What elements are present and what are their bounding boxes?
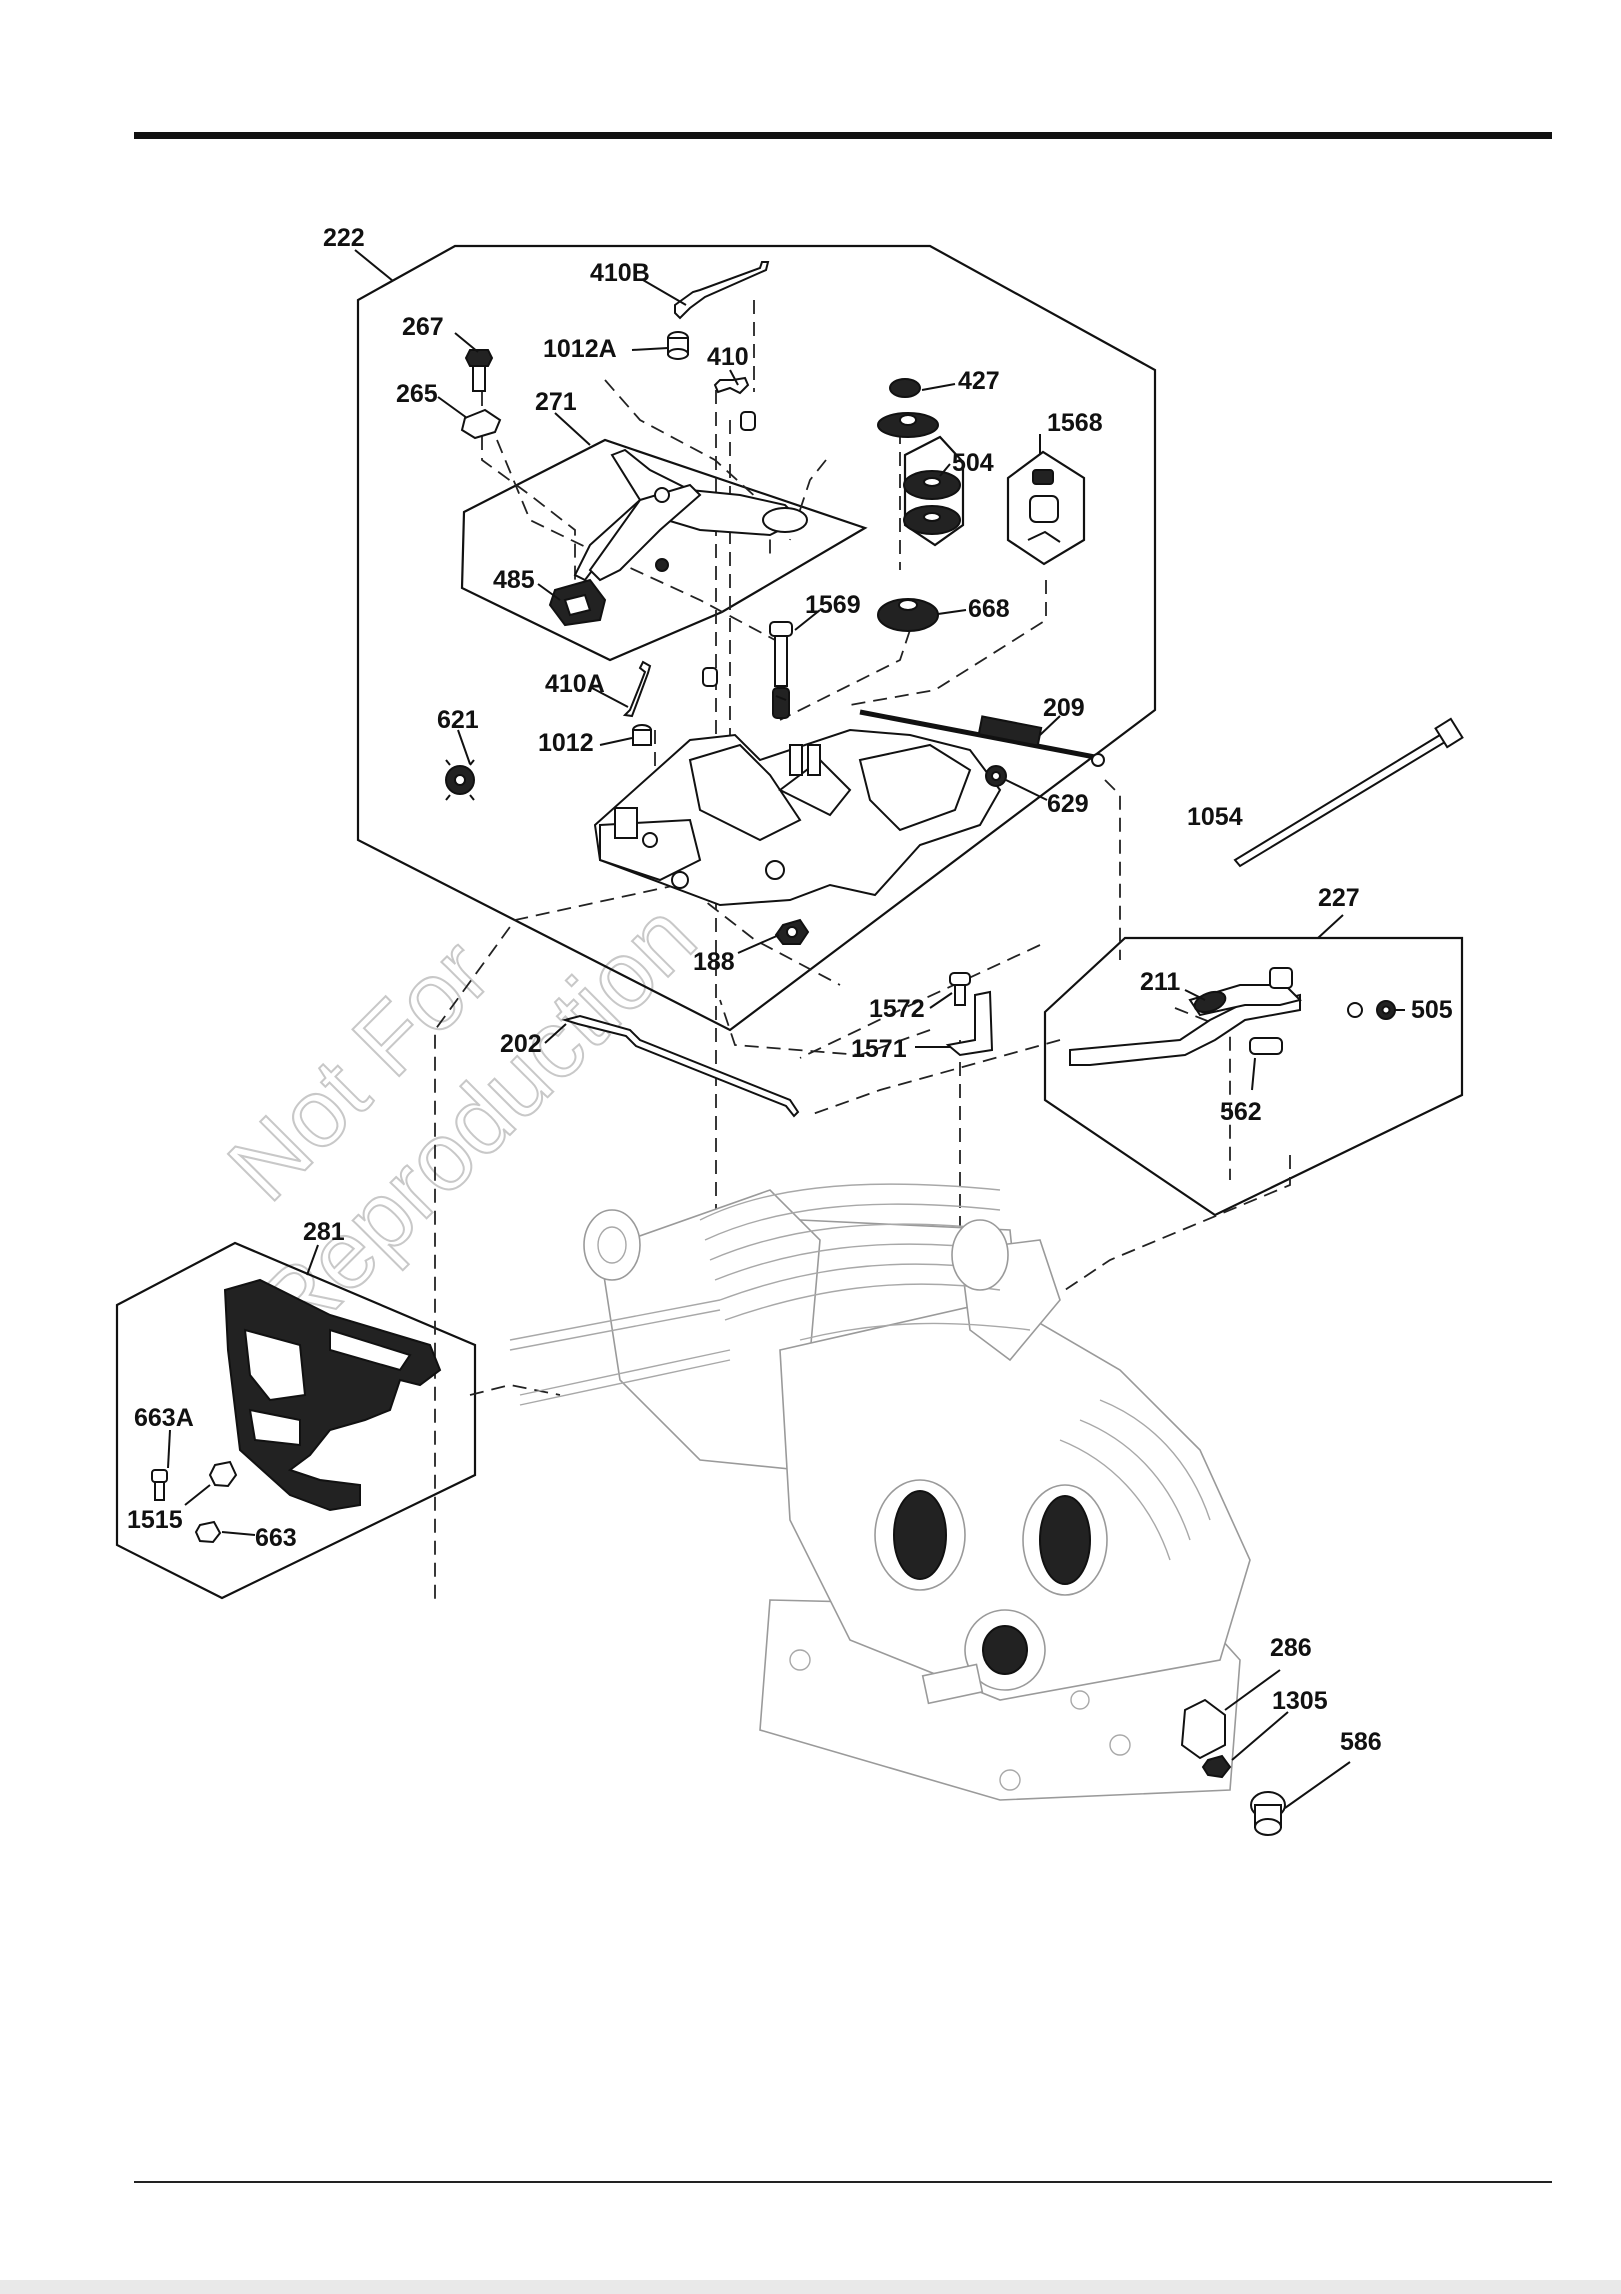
callout-267: 267 xyxy=(402,313,444,341)
governor-lever-assembly-271 xyxy=(550,450,807,625)
engine-block-reference-drawing xyxy=(510,1184,1250,1800)
callout-1572: 1572 xyxy=(869,995,925,1023)
callout-410: 410 xyxy=(707,343,749,371)
callout-1305: 1305 xyxy=(1272,1687,1328,1715)
callout-427: 427 xyxy=(958,367,1000,395)
governor-link-410 xyxy=(715,378,748,393)
callout-410B: 410B xyxy=(590,259,650,287)
callout-668: 668 xyxy=(968,595,1010,623)
nut-1515 xyxy=(210,1462,236,1486)
callout-1054: 1054 xyxy=(1187,803,1243,831)
callout-227: 227 xyxy=(1318,884,1360,912)
callout-1568: 1568 xyxy=(1047,409,1103,437)
callout-586: 586 xyxy=(1340,1728,1382,1756)
callout-504: 504 xyxy=(952,449,994,477)
gear-621 xyxy=(446,760,474,800)
callout-222: 222 xyxy=(323,224,365,252)
nut-629 xyxy=(986,766,1006,786)
callout-1012A: 1012A xyxy=(543,335,617,363)
bolt-188 xyxy=(776,920,808,944)
callout-188: 188 xyxy=(693,948,735,976)
callout-410A: 410A xyxy=(545,670,605,698)
bushing-410A xyxy=(703,668,717,686)
bolt-663A xyxy=(152,1470,167,1500)
plug-586 xyxy=(1251,1792,1285,1835)
callout-505: 505 xyxy=(1411,996,1453,1024)
callout-621: 621 xyxy=(437,706,479,734)
callout-1571: 1571 xyxy=(851,1035,907,1063)
governor-link-410A xyxy=(625,662,650,716)
callout-286: 286 xyxy=(1270,1634,1312,1662)
callout-209: 209 xyxy=(1043,694,1085,722)
bushing-1012A xyxy=(668,332,688,359)
cable-tie-1054 xyxy=(1235,719,1462,866)
callout-663A: 663A xyxy=(134,1404,194,1432)
footer-rule xyxy=(134,2181,1552,2183)
grommet-set-504 xyxy=(904,471,960,534)
nut-505 xyxy=(1348,1001,1395,1019)
bottom-edge-strip xyxy=(0,2280,1621,2294)
bushing-1012 xyxy=(633,725,651,745)
fitting-1568 xyxy=(1028,470,1060,542)
callout-271: 271 xyxy=(535,388,577,416)
callout-202: 202 xyxy=(500,1030,542,1058)
callout-485: 485 xyxy=(493,566,535,594)
grommet-668 xyxy=(878,599,938,631)
callout-265: 265 xyxy=(396,380,438,408)
clamp-265 xyxy=(462,410,500,438)
callout-663: 663 xyxy=(255,1524,297,1552)
callout-281: 281 xyxy=(303,1218,345,1246)
bolt-663 xyxy=(196,1522,220,1542)
screw-spring-1569 xyxy=(770,622,792,718)
bushing-410 xyxy=(741,412,755,430)
callout-211: 211 xyxy=(1140,968,1180,996)
cap-427 xyxy=(878,379,938,437)
callout-629: 629 xyxy=(1047,790,1089,818)
callout-1012: 1012 xyxy=(538,729,594,757)
callout-1515: 1515 xyxy=(127,1506,183,1534)
bolt-267 xyxy=(466,350,492,391)
screw-1572 xyxy=(950,973,970,1005)
throttle-lever-assembly-227 xyxy=(1070,968,1300,1065)
callout-1569: 1569 xyxy=(805,591,861,619)
assembly-outline-271 xyxy=(462,440,865,660)
callout-562: 562 xyxy=(1220,1098,1262,1126)
